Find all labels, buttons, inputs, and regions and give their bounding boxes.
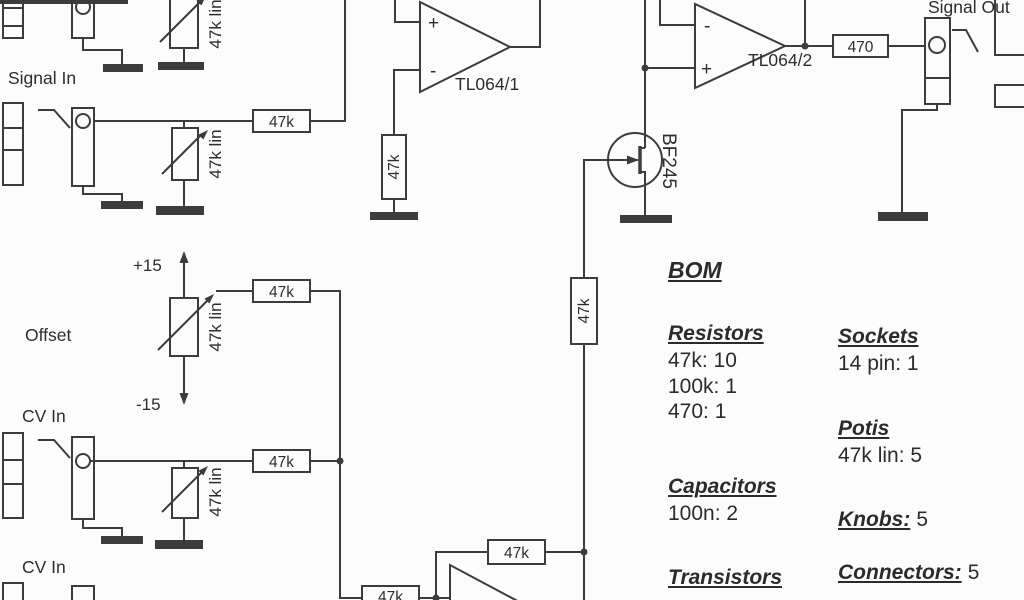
- junction-dots: [336, 42, 809, 600]
- ground-symbol: [103, 64, 143, 72]
- junction-dot: [641, 64, 649, 72]
- rail-arrows: [179, 251, 189, 405]
- bom-item-470: 470: 1: [668, 400, 727, 423]
- ground-symbol: [156, 206, 204, 215]
- label-cv-in-top: CV In: [22, 406, 66, 426]
- value-resistor-gnd-vertical: 47k: [386, 154, 403, 179]
- opamp-tl064-2: [694, 2, 788, 90]
- ground-symbols: [0, 0, 928, 549]
- ground-symbol: [158, 62, 204, 70]
- opamp1-minus-sign: -: [430, 61, 436, 82]
- bom-connectors-header: Connectors:: [838, 561, 962, 584]
- ground-symbol: [155, 540, 203, 549]
- ground-symbol: [878, 212, 928, 221]
- bom-title: BOM: [668, 257, 722, 283]
- jack-cv-in-bottom: [2, 582, 95, 600]
- value-pot-offset: 47k lin: [206, 302, 225, 351]
- value-pot-cv: 47k lin: [206, 467, 225, 516]
- bom-potis-header: Potis: [838, 417, 890, 440]
- bom-knobs-line: Knobs:5: [838, 508, 928, 532]
- junction-dot: [801, 42, 809, 50]
- label-opamp1: TL064/1: [455, 74, 519, 94]
- resistor-gate-47k-vertical: [570, 277, 598, 345]
- resistor-offset-47k: [252, 279, 311, 303]
- opamps: [419, 0, 788, 600]
- value-resistor-input: 47k: [269, 114, 294, 131]
- schematic-labels: Signal In CV In CV In Offset Signal Out …: [8, 0, 1010, 600]
- label-opamp2: TL064/2: [748, 50, 812, 70]
- jack-signal-in-top: [2, 0, 95, 39]
- jack-cv-in: [2, 432, 95, 520]
- value-resistor-feedback: 47k: [504, 545, 529, 562]
- opamp-tl064-1: [419, 0, 513, 94]
- label-plus15: +15: [133, 256, 162, 275]
- label-cv-in-bottom: CV In: [22, 557, 66, 577]
- bom-connectors-line: Connectors:5: [838, 561, 979, 585]
- label-signal-out: Signal Out: [928, 0, 1010, 17]
- resistor-feedback-47k: [487, 539, 546, 565]
- junction-dot: [336, 457, 344, 465]
- bom-knobs-value: 5: [916, 508, 929, 531]
- ground-symbol: [101, 201, 143, 209]
- wires: [82, 0, 938, 600]
- resistor-cv-47k: [252, 449, 311, 473]
- opamp1-plus-sign: +: [428, 13, 439, 34]
- resistor-bottom-47k: [361, 585, 420, 600]
- ground-symbol: [370, 212, 418, 220]
- label-jfet: BF245: [658, 133, 679, 189]
- opamp-bottom-partial: [449, 563, 518, 600]
- pot-cv: [161, 466, 208, 519]
- switch-contact: [38, 439, 71, 459]
- label-minus15: -15: [136, 395, 161, 414]
- value-resistor-gate-vertical: 47k: [576, 298, 593, 323]
- potentiometers: [157, 0, 214, 519]
- bom-transistors-header: Transistors: [668, 566, 782, 589]
- value-resistor-cv: 47k: [269, 454, 294, 471]
- switch-contact: [38, 109, 71, 129]
- bom-item-14pin: 14 pin: 1: [838, 352, 919, 375]
- arrow-down-minus15: [179, 393, 189, 405]
- pot-offset: [157, 294, 214, 357]
- junction-dot: [432, 594, 440, 600]
- bom-connectors-value: 5: [967, 561, 980, 584]
- bom-item-100n: 100n: 2: [668, 502, 739, 525]
- ground-symbol: [101, 536, 143, 544]
- junction-dot: [580, 548, 588, 556]
- label-signal-in: Signal In: [8, 68, 76, 88]
- bom-item-47k: 47k: 10: [668, 349, 737, 372]
- pot-signal-top: [159, 0, 205, 49]
- jack-signal-in: [2, 102, 95, 187]
- value-resistor-offset: 47k: [269, 284, 294, 301]
- transistor-bf245: [607, 132, 663, 188]
- jack-signal-out: [924, 17, 979, 105]
- opamp2-minus-sign: -: [704, 16, 710, 37]
- arrow-up-plus15: [179, 251, 189, 263]
- resistor-gnd-47k-vertical: [381, 134, 407, 200]
- ground-symbol: [620, 215, 672, 223]
- bom-item-47klin: 47k lin: 5: [838, 444, 923, 467]
- resistors: [252, 34, 889, 600]
- value-resistor-bottom: 47k: [378, 589, 403, 600]
- bom-sockets-header: Sockets: [838, 325, 919, 348]
- bom-capacitors-header: Capacitors: [668, 475, 777, 498]
- connector-right-edge: [994, 0, 1024, 108]
- gate-arrow: [627, 155, 639, 165]
- opamp2-plus-sign: +: [701, 59, 712, 80]
- resistor-output-470: [832, 34, 889, 58]
- bom-knobs-header: Knobs:: [838, 508, 911, 531]
- top-edge-bar: [0, 0, 128, 4]
- bom-item-100k: 100k: 1: [668, 375, 737, 398]
- pot-signal: [161, 127, 208, 181]
- switch-contact: [952, 29, 979, 53]
- value-pot-signal-top: 47k lin: [206, 0, 225, 49]
- value-resistor-output: 470: [848, 39, 874, 56]
- value-pot-signal: 47k lin: [206, 129, 225, 178]
- label-offset: Offset: [25, 325, 72, 345]
- bom-resistors-header: Resistors: [668, 322, 764, 345]
- resistor-input-47k: [252, 109, 311, 133]
